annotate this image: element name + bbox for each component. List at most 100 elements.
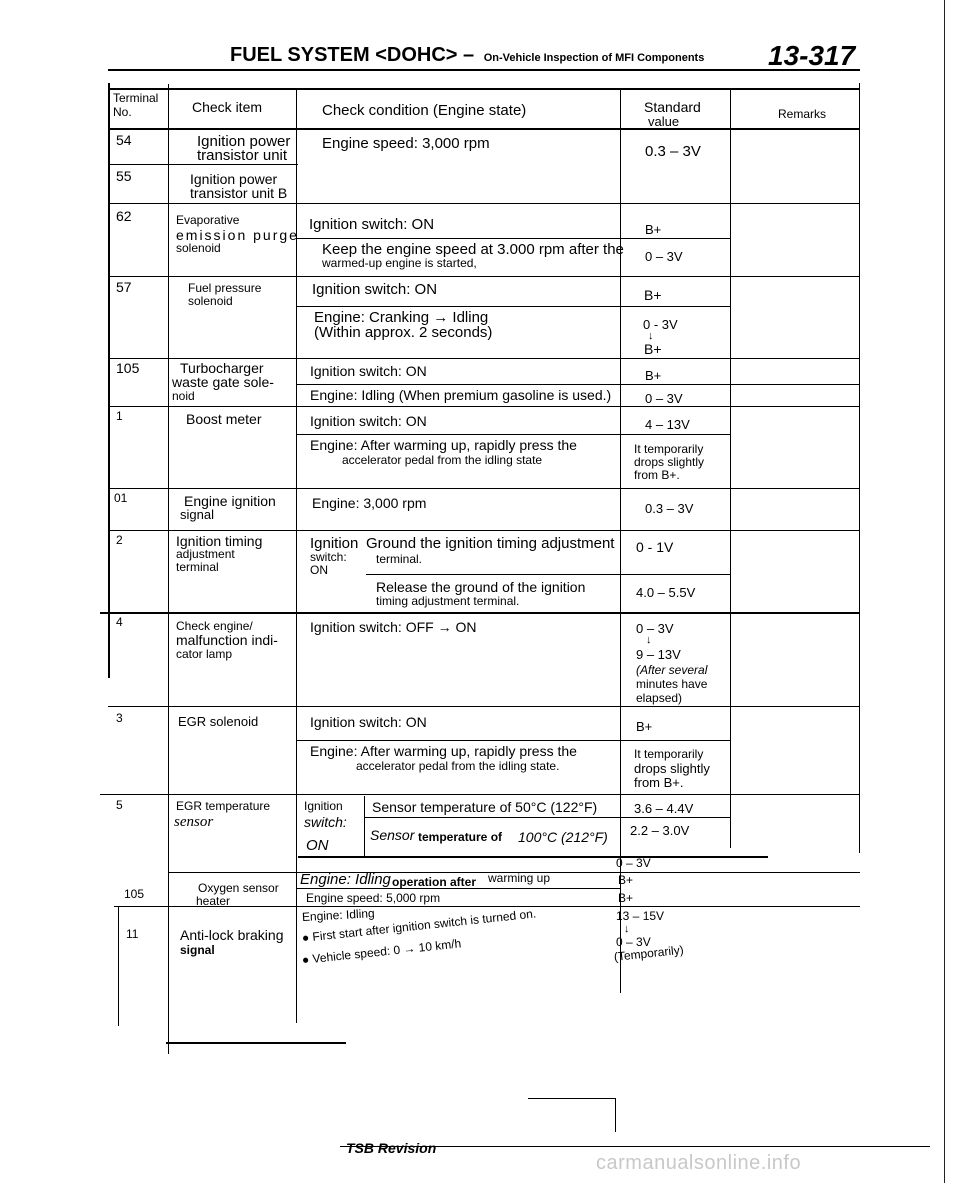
footer-bracket-line xyxy=(528,1098,616,1099)
check-condition: switch: xyxy=(304,814,347,830)
row-sep xyxy=(296,306,730,307)
standard-value: 0 – 3V xyxy=(616,856,651,870)
check-item: Turbocharger xyxy=(180,360,264,376)
check-condition: Engine: After warming up, rapidly press … xyxy=(310,743,577,759)
terminal-no: 4 xyxy=(116,615,123,629)
standard-value: 0 – 3V xyxy=(645,391,683,406)
check-condition: Engine speed: 3,000 rpm xyxy=(322,135,490,152)
standard-value: 2.2 – 3.0V xyxy=(630,823,690,838)
page-title-main: FUEL SYSTEM <DOHC> – xyxy=(230,44,475,66)
row-sep xyxy=(108,706,860,707)
tsb-revision: TSB Revision xyxy=(346,1140,437,1156)
check-condition: Ground the ignition timing adjustment xyxy=(366,535,615,552)
check-item: solenoid xyxy=(188,294,233,308)
standard-value: B+ xyxy=(645,222,662,237)
standard-value: 0 – 3V xyxy=(645,249,683,264)
row-sep xyxy=(108,276,860,277)
check-condition: Ignition switch: ON xyxy=(312,281,438,298)
terminal-no: 105 xyxy=(116,360,140,376)
check-item: sensor xyxy=(174,814,214,830)
row-sep xyxy=(108,530,860,531)
table-right-border xyxy=(859,83,860,853)
standard-value: B+ xyxy=(645,368,662,383)
page-number: 13-317 xyxy=(768,40,856,71)
check-condition: Ignition xyxy=(304,799,343,813)
footer-rule xyxy=(340,1146,930,1147)
check-condition: Ignition xyxy=(310,535,359,552)
header-rule xyxy=(108,69,860,71)
standard-value: from B+. xyxy=(634,468,680,482)
check-item: solenoid xyxy=(176,241,221,255)
row-sep xyxy=(100,794,860,795)
standard-value: B+ xyxy=(618,873,634,887)
standard-value: minutes have xyxy=(636,677,708,691)
check-item: Ignition power xyxy=(190,171,278,187)
check-condition: Engine: 3,000 rpm xyxy=(312,495,427,511)
row-sep xyxy=(296,238,730,239)
check-item: Ignition power xyxy=(197,133,291,150)
check-item: signal xyxy=(180,507,214,522)
row-sep xyxy=(108,358,860,359)
standard-value: B+ xyxy=(618,891,634,905)
standard-value: 4.0 – 5.5V xyxy=(636,585,696,600)
check-condition: Engine: Cranking → Idling xyxy=(314,309,489,326)
row-sep xyxy=(296,740,730,741)
check-item: terminal xyxy=(176,560,219,574)
standard-value: drops slightly xyxy=(634,455,705,469)
check-condition: Ignition switch: ON xyxy=(309,216,435,233)
check-condition: Ignition switch: ON xyxy=(310,413,427,429)
col-sep-cond xyxy=(620,88,621,993)
header-standard: Standard xyxy=(644,99,701,115)
table-bottom-border xyxy=(166,1042,346,1044)
terminal-no: 1 xyxy=(116,409,123,423)
check-condition: warmed-up engine is started, xyxy=(322,256,477,270)
check-item: adjustment xyxy=(176,547,235,561)
standard-value: 0 – 3V xyxy=(616,935,651,949)
check-condition: Release the ground of the ignition xyxy=(376,579,586,595)
standard-value: 0 - 1V xyxy=(636,539,674,555)
standard-value: 13 – 15V xyxy=(616,909,665,923)
standard-value: 0 – 3V xyxy=(636,621,674,636)
header-terminal-no: No. xyxy=(113,105,132,119)
check-condition: temperature of xyxy=(418,830,503,844)
header-standard-value: value xyxy=(648,114,680,129)
row-sep xyxy=(108,164,298,165)
header-terminal: Terminal xyxy=(113,91,159,105)
page-edge-line xyxy=(944,0,945,1183)
check-condition: accelerator pedal from the idling state xyxy=(342,453,543,467)
row-sep xyxy=(108,406,860,407)
table-left-border xyxy=(108,83,110,678)
standard-value: 3.6 – 4.4V xyxy=(634,801,694,816)
check-item: Anti-lock braking xyxy=(180,927,284,943)
standard-value: It temporarily xyxy=(634,747,704,761)
terminal-no: 62 xyxy=(116,208,132,224)
check-item: Ignition timing xyxy=(176,533,263,549)
header-bottom-border xyxy=(108,128,860,130)
terminal-no: 3 xyxy=(116,711,123,725)
check-condition: Ignition switch: ON xyxy=(310,714,427,730)
check-condition: Engine: Idling xyxy=(301,906,375,924)
check-condition: warming up xyxy=(488,871,551,885)
check-condition: operation after xyxy=(392,875,477,889)
row-sep xyxy=(108,488,860,489)
row-sep xyxy=(298,856,768,858)
check-item: EGR temperature xyxy=(176,799,271,813)
standard-value: B+ xyxy=(644,287,662,303)
standard-value: B+ xyxy=(644,341,662,357)
check-condition: accelerator pedal from the idling state. xyxy=(356,759,560,773)
col-sep-terminal xyxy=(168,84,169,1054)
check-item: heater xyxy=(196,894,231,908)
check-item: waste gate sole- xyxy=(172,374,274,390)
check-item: Oxygen sensor xyxy=(198,881,279,895)
check-item: Evaporative xyxy=(176,213,240,227)
terminal-no: 11 xyxy=(126,927,139,941)
standard-value: It temporarily xyxy=(634,442,704,456)
footer-bracket-tick xyxy=(615,1098,616,1132)
table-top-border xyxy=(108,88,860,90)
terminal-no: 5 xyxy=(116,798,123,812)
row-sep xyxy=(100,612,860,614)
header-remarks: Remarks xyxy=(778,107,827,121)
check-condition: Keep the engine speed at 3.000 rpm after… xyxy=(322,241,624,258)
page-subtitle: On-Vehicle Inspection of MFI Components xyxy=(483,52,705,64)
arrow-down-icon: ↓ xyxy=(646,634,652,646)
